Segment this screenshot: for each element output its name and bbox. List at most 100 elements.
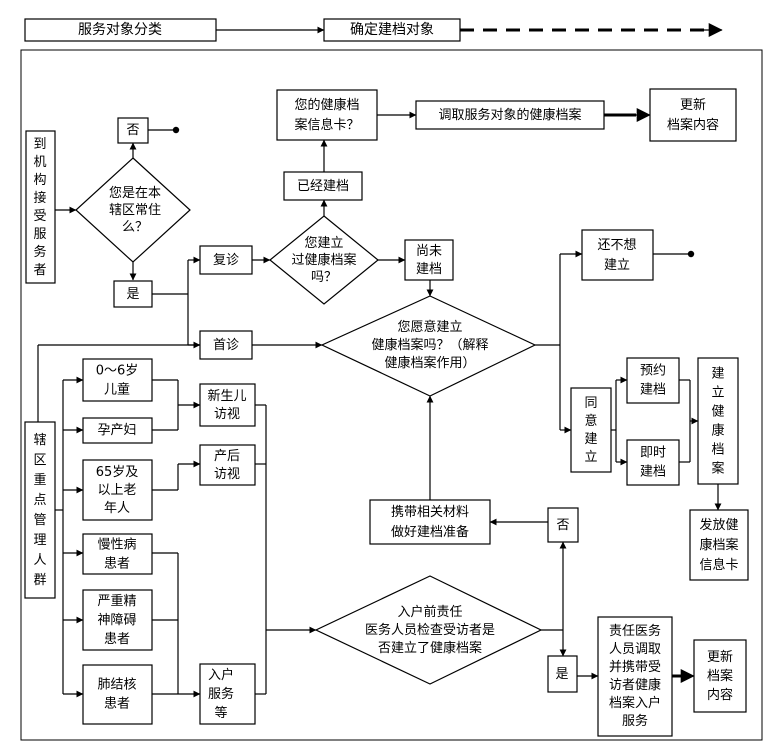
label-line: 患者 xyxy=(104,696,130,711)
label-line: 首诊 xyxy=(213,338,239,353)
label-line: 您愿意建立 xyxy=(397,319,462,335)
node-yes-bottom-label: 是 xyxy=(555,667,568,682)
node-issue-card: 发放健康档案信息卡 xyxy=(689,509,749,581)
label-line: 点 xyxy=(33,493,46,508)
label-line: 案信息卡？ xyxy=(294,117,359,133)
label-line: 信息卡 xyxy=(699,557,738,573)
label-line: 您是在本 xyxy=(109,185,161,201)
label-line: 新生儿 xyxy=(207,388,246,404)
node-agree: 同意建立 xyxy=(570,387,612,473)
label-line: 是 xyxy=(126,287,139,302)
label-line: 健康档案作用） xyxy=(384,355,475,371)
label-line: 档案内容 xyxy=(667,117,719,133)
node-immediate-label: 即时建档 xyxy=(640,445,666,479)
node-elderly-label: 65岁及以上老年人 xyxy=(96,465,139,516)
label-line: 服务 xyxy=(208,686,234,702)
end-dot-not-resident xyxy=(172,126,180,134)
label-line: 神障碍 xyxy=(97,613,136,628)
label-line: 入户 xyxy=(208,667,234,683)
label-line: 同 xyxy=(584,396,597,411)
node-home-check-question-label: 入户前责任医务人员检查受访者是否建立了健康档案 xyxy=(365,604,495,656)
node-not-yet-label: 尚未建档 xyxy=(416,244,442,277)
node-pregnant-label: 孕产妇 xyxy=(97,422,136,438)
label-line: 康档案 xyxy=(699,537,738,553)
label-line: 人 xyxy=(33,553,46,568)
label-line: 否 xyxy=(126,123,139,138)
node-newborn-visit: 新生儿访视 xyxy=(199,383,256,427)
node-home-check-question: 入户前责任医务人员检查受访者是否建立了健康档案 xyxy=(314,575,543,685)
node-already-recorded-label: 已经建档 xyxy=(297,179,349,194)
label-line: 者 xyxy=(33,263,46,278)
node-retrieve-record-label: 调取服务对象的健康档案 xyxy=(438,107,581,123)
node-children-label: 0～6岁儿童 xyxy=(96,363,139,397)
label-line: 群 xyxy=(33,573,46,588)
node-revisit: 复诊 xyxy=(199,245,253,275)
label-line: 健康档案吗？（解释 xyxy=(371,337,488,353)
label-line: 人员调取 xyxy=(609,642,661,657)
node-staff-retrieve-label: 责任医务人员调取并携带受访者健康档案入户服务 xyxy=(609,623,661,729)
label-line: 立 xyxy=(584,450,597,465)
label-line: 尚未 xyxy=(416,244,442,259)
label-line: 档案入户 xyxy=(609,695,661,711)
label-line: 档 xyxy=(711,442,724,457)
node-update-bottom-label: 更新档案内容 xyxy=(707,649,733,703)
label-line: 立 xyxy=(711,385,724,400)
label-line: 建 xyxy=(584,432,597,447)
node-card-question: 您的健康档案信息卡？ xyxy=(276,89,378,141)
label-line: 您建立 xyxy=(304,235,343,251)
node-card-question-label: 您的健康档案信息卡？ xyxy=(294,97,359,133)
node-pregnant: 孕产妇 xyxy=(82,417,153,444)
node-willing-question: 您愿意建立健康档案吗？（解释健康档案作用） xyxy=(320,295,537,397)
node-mental: 严重精神障碍患者 xyxy=(82,589,153,651)
node-key-groups: 辖区重点管理人群 xyxy=(24,421,56,599)
node-no-mid-label: 否 xyxy=(556,518,569,533)
node-resident-question: 您是在本辖区常住么？ xyxy=(75,157,191,263)
node-postpartum-visit: 产后访视 xyxy=(199,444,256,486)
node-issue-card-label: 发放健康档案信息卡 xyxy=(699,517,738,573)
node-resident-question-label: 您是在本辖区常住么？ xyxy=(109,185,161,235)
label-line: 到 xyxy=(33,137,46,152)
end-dot-not-want xyxy=(687,250,695,258)
node-mental-label: 严重精神障碍患者 xyxy=(97,593,136,647)
label-line: 案 xyxy=(711,461,724,476)
node-agree-label: 同意建立 xyxy=(584,396,597,465)
label-line: 复诊 xyxy=(213,253,239,268)
label-line: 儿童 xyxy=(104,381,130,397)
label-line: 服 xyxy=(33,227,46,242)
node-elderly: 65岁及以上老年人 xyxy=(82,459,153,521)
node-create-record-label: 建立健康档案 xyxy=(711,366,724,476)
label-line: 更新 xyxy=(707,649,733,665)
node-have-record-question-label: 您建立过健康档案吗？ xyxy=(291,235,356,285)
node-already-recorded: 已经建档 xyxy=(283,171,363,201)
node-no-top: 否 xyxy=(117,117,149,144)
node-update-top: 更新档案内容 xyxy=(649,88,737,142)
label-line: 过健康档案 xyxy=(291,252,356,268)
node-update-top-label: 更新档案内容 xyxy=(667,97,719,133)
label-line: 等 xyxy=(214,705,227,721)
node-tuberculosis-label: 肺结核患者 xyxy=(97,677,136,711)
node-prepare: 携带相关材料做好建档准备 xyxy=(369,499,491,545)
node-appointment-label: 预约建档 xyxy=(640,363,666,397)
node-arrive: 到机构接受服务者 xyxy=(25,130,56,284)
label-line: 慢性病 xyxy=(97,536,136,552)
label-line: 是 xyxy=(555,667,568,682)
label-line: 访视 xyxy=(214,467,240,482)
label-line: 建档 xyxy=(416,262,442,277)
node-have-record-question: 您建立过健康档案吗？ xyxy=(269,215,379,305)
label-line: 做好建档准备 xyxy=(391,524,469,540)
label-line: 接 xyxy=(33,190,46,206)
label-line: 理 xyxy=(33,533,46,548)
label-line: 调取服务对象的健康档案 xyxy=(438,107,581,123)
node-appointment: 预约建档 xyxy=(626,357,680,404)
label-line: 入户前责任 xyxy=(397,604,462,620)
node-revisit-label: 复诊 xyxy=(213,253,239,268)
node-staff-retrieve: 责任医务人员调取并携带受访者健康档案入户服务 xyxy=(597,616,673,737)
label-line: 么？ xyxy=(122,220,148,235)
node-home-service-label: 入户服务等 xyxy=(208,667,234,721)
node-not-want-label: 还不想建立 xyxy=(597,237,636,273)
node-no-top-label: 否 xyxy=(126,123,139,138)
node-retrieve-record: 调取服务对象的健康档案 xyxy=(415,100,605,130)
node-arrive-label: 到机构接受服务者 xyxy=(33,137,46,278)
label-line: 责任医务 xyxy=(609,623,661,639)
